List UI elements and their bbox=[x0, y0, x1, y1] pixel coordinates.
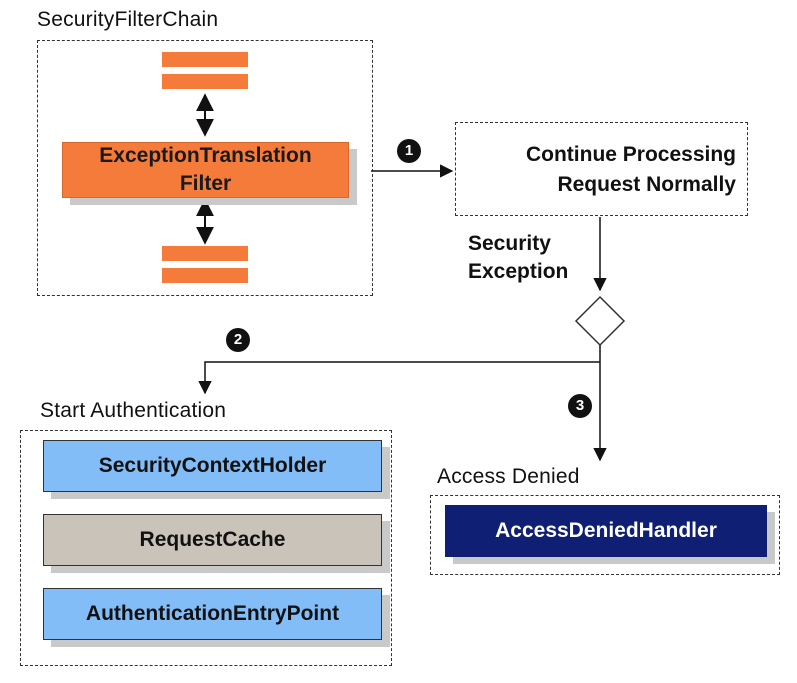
start-authentication-title: Start Authentication bbox=[40, 399, 227, 422]
exception-translation-filter-line1: ExceptionTranslation bbox=[99, 144, 312, 167]
security-context-holder: SecurityContextHolder bbox=[43, 440, 382, 492]
step-3-label: 3 bbox=[575, 397, 585, 414]
exception-translation-filter: ExceptionTranslation Filter bbox=[62, 142, 349, 198]
filter-chain-title: SecurityFilterChain bbox=[37, 8, 219, 31]
decision-diamond bbox=[574, 295, 626, 347]
access-denied-container bbox=[430, 495, 780, 575]
continue-processing-line2: Request Normally bbox=[557, 173, 736, 196]
step-1-marker bbox=[397, 139, 421, 163]
exception-translation-filter-line2: Filter bbox=[179, 172, 232, 195]
continue-processing-line1: Continue Processing bbox=[525, 143, 736, 166]
step-2-label: 2 bbox=[233, 331, 243, 348]
start-auth-arrow bbox=[198, 361, 600, 395]
filter-bar-bottom-1 bbox=[162, 246, 248, 261]
filter-bar-top-1 bbox=[162, 52, 248, 67]
step-2-marker bbox=[226, 328, 250, 352]
continue-processing-box bbox=[455, 122, 748, 216]
step-3-marker bbox=[568, 394, 592, 418]
continue-processing-text: Continue Processing Request Normally bbox=[460, 140, 736, 200]
security-exception-line2: Exception bbox=[468, 260, 569, 283]
start-authentication-container bbox=[20, 430, 392, 666]
access-denied-title: Access Denied bbox=[437, 465, 580, 488]
filter-chain-container bbox=[37, 40, 373, 296]
filter-bar-bottom-2 bbox=[162, 268, 248, 283]
security-exception-line1: Security bbox=[468, 232, 551, 255]
authentication-entry-point: AuthenticationEntryPoint bbox=[43, 588, 382, 640]
step-1-label: 1 bbox=[404, 142, 414, 159]
access-denied-handler: AccessDeniedHandler bbox=[445, 505, 767, 557]
request-cache: RequestCache bbox=[43, 514, 382, 566]
security-exception-label: Security Exception bbox=[468, 230, 568, 286]
filter-bar-top-2 bbox=[162, 74, 248, 89]
